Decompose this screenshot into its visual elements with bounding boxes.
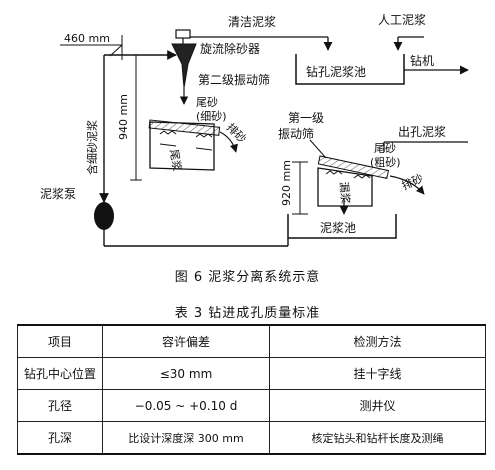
cell-tolerance: 比设计深度深 300 mm bbox=[102, 421, 270, 455]
header-method: 检测方法 bbox=[269, 324, 486, 358]
clean-mud-label: 清洁泥浆 bbox=[228, 14, 276, 29]
dim-920-label: 920 mm bbox=[280, 160, 293, 206]
dim-920: 920 mm bbox=[280, 160, 308, 215]
tail-sand-2-label: 尾砂 bbox=[196, 96, 218, 109]
cell-method: 挂十字线 bbox=[269, 357, 486, 390]
quality-standards-table-wrap: 项目 容许偏差 检测方法 钻孔中心位置 ≤30 mm 挂十字线 孔径 −0.05… bbox=[17, 324, 486, 455]
artificial-mud-flow bbox=[393, 36, 424, 51]
clean-mud-flow bbox=[188, 36, 333, 51]
tail-mud-2-label: 尾浆 bbox=[167, 148, 185, 172]
dim-940-label: 940 mm bbox=[117, 94, 130, 140]
mud-pool bbox=[287, 214, 397, 246]
cell-item: 钻孔中心位置 bbox=[17, 357, 103, 390]
outlet-mud-label: 出孔泥浆 bbox=[398, 124, 446, 139]
header-tolerance: 容许偏差 bbox=[102, 324, 270, 358]
borehole-mud-pool bbox=[295, 54, 405, 85]
discharge-1-label: 排砂 bbox=[399, 171, 425, 193]
borehole-pool-label: 钻孔泥浆池 bbox=[306, 64, 366, 79]
artificial-mud-label: 人工泥浆 bbox=[378, 12, 426, 27]
table-header-row: 项目 容许偏差 检测方法 bbox=[17, 324, 486, 358]
first-screen-label-2: 振动筛 bbox=[278, 126, 314, 141]
figure-caption: 图 6 泥浆分离系统示意 bbox=[174, 270, 321, 285]
cell-tolerance: −0.05 ~ +0.10 d bbox=[102, 389, 270, 422]
dim-460: 460 mm bbox=[60, 32, 123, 60]
table-row: 孔径 −0.05 ~ +0.10 d 测井仪 bbox=[17, 389, 486, 422]
desander-label: 旋流除砂器 bbox=[200, 41, 260, 56]
mud-separation-diagram: 清洁泥浆 人工泥浆 460 mm 旋流除砂器 钻孔泥浆池 钻机 第二级振动筛 9… bbox=[40, 12, 469, 247]
header-item: 项目 bbox=[17, 324, 103, 358]
quality-standards-table: 项目 容许偏差 检测方法 钻孔中心位置 ≤30 mm 挂十字线 孔径 −0.05… bbox=[17, 324, 486, 455]
cell-tolerance: ≤30 mm bbox=[102, 357, 270, 390]
table-row: 孔深 比设计深度深 300 mm 核定钻头和钻杆长度及测绳 bbox=[17, 421, 486, 455]
cell-method: 测井仪 bbox=[269, 389, 486, 422]
table-row: 钻孔中心位置 ≤30 mm 挂十字线 bbox=[17, 357, 486, 390]
outlet-mud-flow bbox=[383, 141, 468, 152]
cell-method: 核定钻头和钻杆长度及测绳 bbox=[269, 421, 486, 455]
mud-pool-label: 泥浆池 bbox=[320, 220, 356, 235]
second-level-screen bbox=[148, 119, 238, 171]
discharge-2-label: 排砂 bbox=[224, 120, 249, 145]
first-level-screen bbox=[317, 155, 425, 215]
dim-460-label: 460 mm bbox=[64, 32, 110, 45]
fine-sand-mud-label: 含细砂泥浆 bbox=[85, 120, 99, 175]
dim-940: 940 mm bbox=[117, 54, 142, 181]
leak-mud-label: 漏浆 bbox=[337, 181, 353, 204]
cell-item: 孔深 bbox=[17, 421, 103, 455]
first-screen-label-1: 第一级 bbox=[288, 111, 324, 125]
mud-pump bbox=[94, 193, 114, 230]
cell-item: 孔径 bbox=[17, 389, 103, 422]
mud-pump-label: 泥浆泵 bbox=[40, 186, 76, 201]
tail-sand-1-label: 尾砂 bbox=[374, 142, 396, 155]
drill-label: 钻机 bbox=[410, 53, 434, 68]
table-title: 表 3 钻进成孔质量标准 bbox=[174, 306, 321, 321]
fine-sand-2-label: (细砂) bbox=[196, 110, 227, 123]
desander bbox=[171, 29, 197, 105]
coarse-sand-1-label: (粗砂) bbox=[370, 156, 401, 169]
second-screen-label: 第二级振动筛 bbox=[198, 72, 270, 87]
